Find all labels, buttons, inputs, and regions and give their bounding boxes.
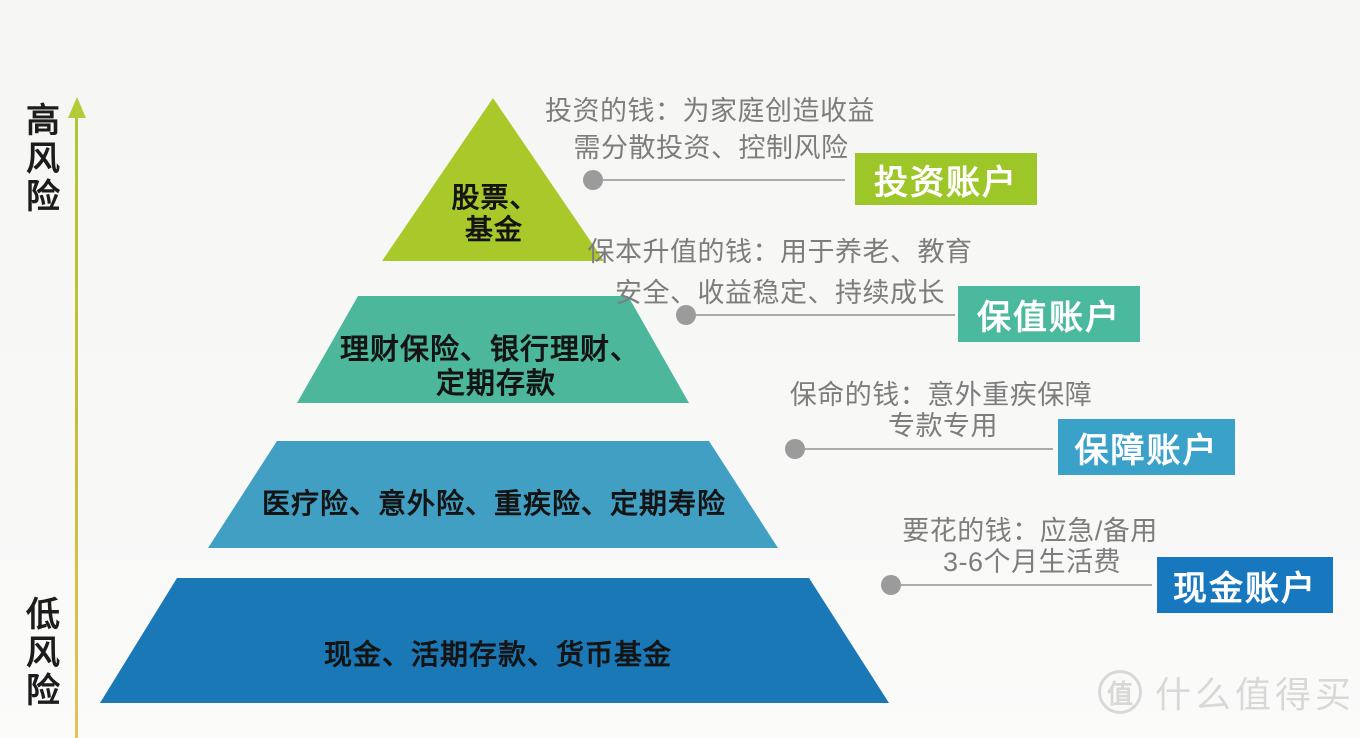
connector-dot-cash bbox=[881, 575, 901, 595]
pyramid-tier-appreciation bbox=[297, 296, 689, 403]
connector-line-cash bbox=[901, 584, 1152, 586]
annotation-cash-line2: 3-6个月生活费 bbox=[942, 547, 1122, 577]
tier-label-stocks: 股票、 bbox=[451, 182, 539, 213]
axis-label-high-risk: 高风险 bbox=[26, 102, 60, 216]
watermark-site-name: 什么值得买 bbox=[1155, 674, 1356, 715]
risk-axis-line bbox=[75, 116, 78, 738]
connector-dot-protect bbox=[785, 439, 805, 459]
tier-label-wealth-insurance: 理财保险、银行理财、 bbox=[339, 334, 641, 366]
annotation-preserve-line2: 安全、收益稳定、持续成长 bbox=[615, 278, 945, 308]
smzdm-logo-icon: 值 bbox=[1098, 670, 1142, 714]
tier-label-cash-types: 现金、活期存款、货币基金 bbox=[323, 639, 673, 670]
connector-dot-invest bbox=[583, 170, 603, 190]
annotation-cash-line1: 要花的钱：应急/备用 bbox=[902, 516, 1158, 546]
pyramid-tier-cash bbox=[100, 578, 889, 703]
connector-line-protect bbox=[805, 448, 1053, 450]
tier-label-fixed-deposit: 定期存款 bbox=[435, 368, 557, 400]
annotation-protect-line1: 保命的钱：意外重疾保障 bbox=[789, 380, 1093, 410]
pyramid-tier-protection bbox=[208, 441, 778, 548]
watermark: 值 什么值得买 bbox=[1098, 668, 1355, 716]
tier-label-insurance-types: 医疗险、意外险、重疾险、定期寿险 bbox=[261, 488, 727, 519]
connector-line-invest bbox=[603, 179, 845, 181]
annotation-invest-line1: 投资的钱：为家庭创造收益 bbox=[545, 96, 875, 126]
connector-dot-preserve bbox=[676, 305, 696, 325]
pyramid-tier-top-investment bbox=[382, 98, 604, 261]
annotation-preserve-line1: 保本升值的钱：用于养老、教育 bbox=[587, 237, 973, 267]
annotation-invest-line2: 需分散投资、控制风险 bbox=[573, 133, 849, 163]
axis-label-low-risk: 低风险 bbox=[26, 596, 60, 710]
risk-axis-arrowhead-icon bbox=[68, 97, 86, 118]
preserve-account-badge: 保值账户 bbox=[958, 286, 1140, 342]
protect-account-badge: 保障账户 bbox=[1058, 419, 1235, 475]
watermark-logo-char: 值 bbox=[1106, 678, 1133, 709]
tier-label-funds: 基金 bbox=[464, 214, 524, 245]
invest-account-badge: 投资账户 bbox=[855, 153, 1037, 205]
annotation-protect-line2: 专款专用 bbox=[888, 411, 998, 441]
cash-account-badge: 现金账户 bbox=[1157, 557, 1333, 613]
connector-line-preserve bbox=[696, 314, 955, 316]
